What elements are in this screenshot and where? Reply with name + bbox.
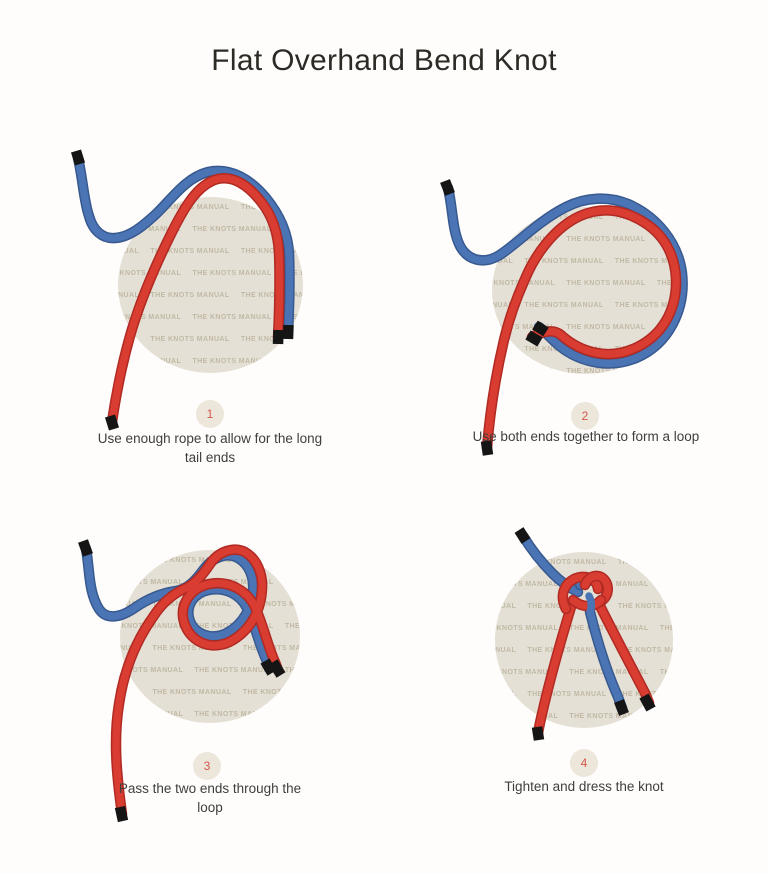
red-rope-edge: [106, 173, 285, 428]
watermark-text: THE KNOTS MANUAL THE KNOTS MANUAL THE KN…: [118, 270, 303, 277]
rope-tip: [440, 179, 455, 196]
rope-tip: [531, 726, 545, 741]
watermark-text: THE KNOTS MANUAL THE KNOTS MANUAL THE KN…: [118, 226, 303, 233]
watermark-text: THE KNOTS MANUAL THE KNOTS MANUAL THE KN…: [495, 691, 673, 698]
watermark-text: THE KNOTS MANUAL THE KNOTS MANUAL THE KN…: [118, 204, 303, 211]
red-rope: [534, 603, 575, 737]
step-2-number-badge: 2: [571, 402, 599, 430]
step-4-illustration: [514, 527, 656, 741]
blue-rope: [82, 545, 273, 672]
step-2-illustration: [440, 179, 688, 456]
watermark-text: THE KNOTS MANUAL THE KNOTS MANUAL THE KN…: [120, 689, 300, 696]
blue-rope: [74, 154, 294, 336]
red-rope: [596, 602, 653, 707]
watermark-text: THE KNOTS MANUAL THE KNOTS MANUAL THE KN…: [118, 292, 303, 299]
rope-tip: [260, 658, 277, 676]
knot-blue-strand: [585, 592, 596, 616]
blue-rope: [586, 608, 626, 712]
step-4-number-badge: 4: [570, 749, 598, 777]
watermark-text: THE KNOTS MANUAL THE KNOTS MANUAL THE KN…: [120, 711, 300, 718]
step-4-number: 4: [580, 756, 588, 770]
watermark-text: THE KNOTS MANUAL THE KNOTS MANUAL THE KN…: [492, 258, 678, 265]
step-1-caption: Use enough rope to allow for the long ta…: [97, 431, 323, 465]
watermark-text: THE KNOTS MANUAL THE KNOTS MANUAL THE KN…: [120, 667, 300, 674]
rope-tip: [614, 699, 629, 716]
step-3-number: 3: [203, 759, 211, 773]
blue-rope: [444, 184, 687, 368]
watermark-text: THE KNOTS MANUAL THE KNOTS MANUAL THE KN…: [118, 358, 303, 365]
step-1-illustration: [70, 149, 295, 431]
rope-tip: [104, 414, 120, 431]
watermark-text: THE KNOTS MANUAL THE KNOTS MANUAL THE KN…: [492, 280, 678, 287]
step-3-number-badge: 3: [193, 752, 221, 780]
rope-tip: [480, 440, 494, 456]
step-1-number-badge: 1: [196, 400, 224, 428]
rope-tip: [78, 539, 93, 557]
rope-tip: [532, 320, 549, 337]
watermark-text: THE KNOTS MANUAL THE KNOTS MANUAL THE KN…: [492, 236, 678, 243]
watermark-text: THE KNOTS MANUAL THE KNOTS MANUAL THE KN…: [495, 713, 673, 720]
watermark-text: THE KNOTS MANUAL THE KNOTS MANUAL THE KN…: [118, 314, 303, 321]
step-1-number: 1: [206, 407, 214, 421]
red-rope: [112, 545, 282, 818]
watermark-text: THE KNOTS MANUAL THE KNOTS MANUAL THE KN…: [495, 625, 673, 632]
watermark-text: THE KNOTS MANUAL THE KNOTS MANUAL THE KN…: [120, 623, 300, 630]
blue-rope-edge: [80, 543, 275, 674]
watermark-text: THE KNOTS MANUAL THE KNOTS MANUAL THE KN…: [118, 248, 303, 255]
page-title: Flat Overhand Bend Knot: [211, 44, 557, 77]
watermark-text: THE KNOTS MANUAL THE KNOTS MANUAL THE KN…: [120, 601, 300, 608]
rope-tip: [114, 805, 129, 823]
rope-tip: [272, 329, 284, 345]
rope-tip: [639, 693, 656, 712]
rope-tip: [514, 527, 531, 544]
rope-tip: [525, 330, 543, 347]
step-2-caption: Use both ends together to form a loop: [472, 429, 700, 444]
watermark-text: THE KNOTS MANUAL THE KNOTS MANUAL THE KN…: [495, 647, 673, 654]
watermark-text: THE KNOTS MANUAL THE KNOTS MANUAL THE KN…: [495, 669, 673, 676]
step-3-illustration: [78, 539, 286, 823]
knot-red-strand: [559, 573, 602, 613]
watermark-text: THE KNOTS MANUAL THE KNOTS MANUAL THE KN…: [492, 302, 678, 309]
watermark-text: THE KNOTS MANUAL THE KNOTS MANUAL THE KN…: [495, 559, 673, 566]
red-rope: [108, 174, 284, 426]
watermark-text: THE KNOTS MANUAL THE KNOTS MANUAL THE KN…: [492, 324, 678, 331]
step-3-caption: Pass the two ends through the loop: [118, 781, 302, 815]
step-2-number: 2: [581, 409, 589, 423]
rope-tip: [70, 149, 86, 166]
watermark-text: THE KNOTS MANUAL THE KNOTS MANUAL THE KN…: [492, 368, 678, 374]
watermark-text: THE KNOTS MANUAL THE KNOTS MANUAL THE KN…: [118, 336, 303, 343]
step-4-caption: Tighten and dress the knot: [504, 779, 664, 794]
red-rope: [483, 206, 680, 452]
rope-tip: [282, 324, 294, 340]
rope-tip: [268, 659, 286, 678]
